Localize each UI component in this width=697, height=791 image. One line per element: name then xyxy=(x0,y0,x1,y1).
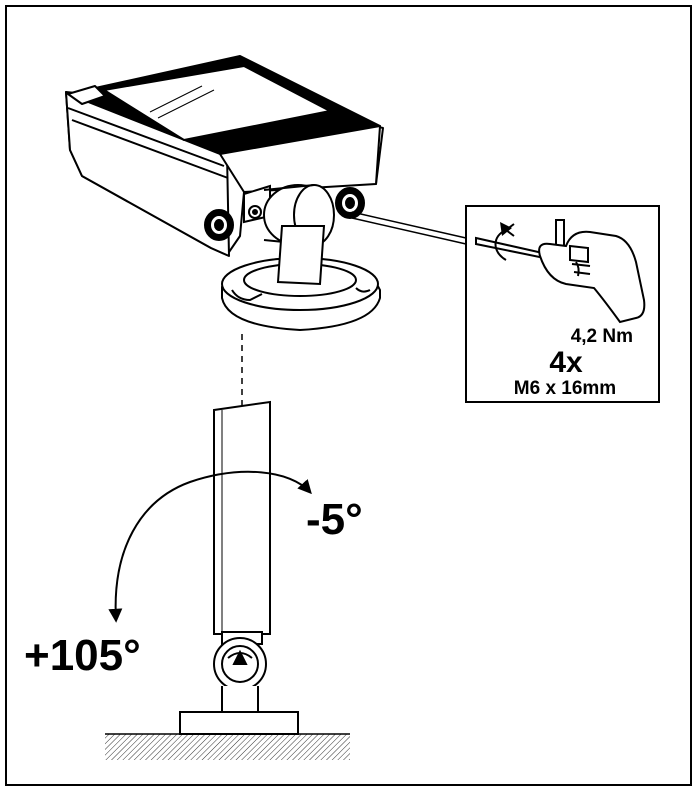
screw-size-label: M6 x 16mm xyxy=(514,378,616,399)
screw-quantity-label: 4x xyxy=(549,346,583,379)
post-pivot xyxy=(213,631,267,713)
cable-gland-left xyxy=(204,209,234,241)
vertical-post xyxy=(213,400,271,635)
hand-icon xyxy=(538,230,646,324)
rotation-arc-arrow xyxy=(108,470,312,623)
post-foot xyxy=(179,711,299,735)
torque-callout-box: 4,2 Nm 4x M6 x 16mm xyxy=(465,205,660,403)
floodlight-housing xyxy=(65,55,384,257)
mounting-base xyxy=(221,225,381,332)
angle-max-label: +105° xyxy=(24,631,141,680)
ground-surface xyxy=(105,733,350,760)
cable-gland-right xyxy=(335,187,365,219)
angle-min-label: -5° xyxy=(306,495,363,544)
callout-leader xyxy=(351,211,467,245)
torque-value-label: 4,2 Nm xyxy=(571,326,633,347)
